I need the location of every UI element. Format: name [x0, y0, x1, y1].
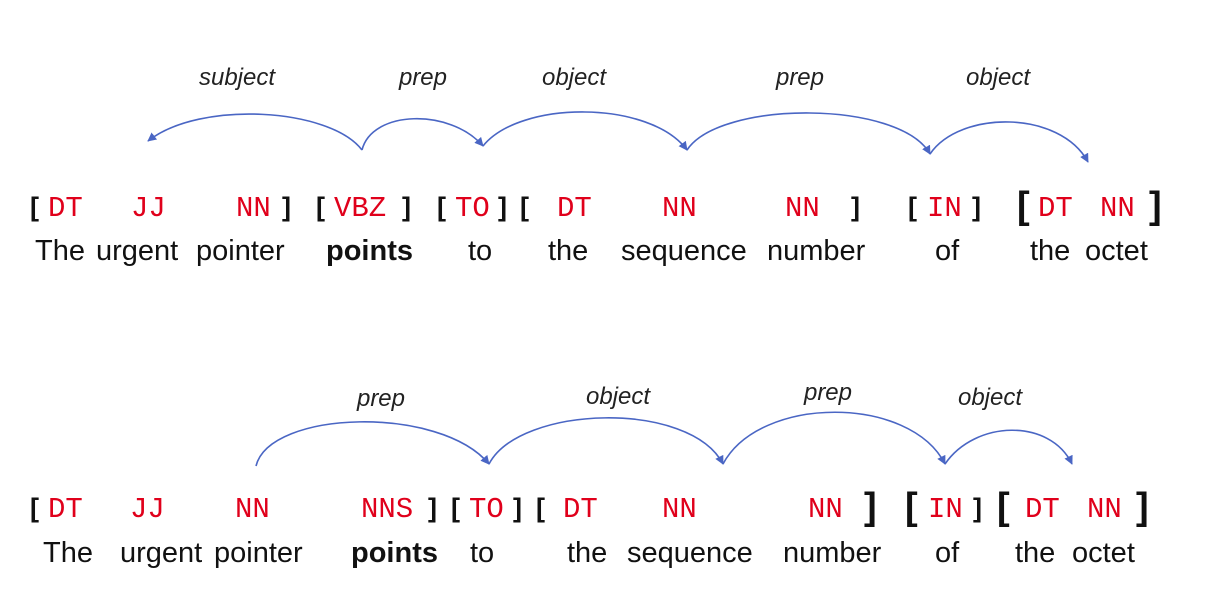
pos-tag: VBZ — [334, 192, 386, 225]
bracket: ] — [1149, 185, 1162, 227]
arc-object — [488, 417, 724, 465]
bracket: [ — [905, 486, 918, 528]
word-head: points — [326, 235, 413, 267]
relation-label: prep — [803, 379, 852, 406]
pos-tag: TO — [455, 192, 490, 225]
pos-tag: JJ — [131, 192, 166, 225]
word: number — [767, 235, 866, 267]
word: octet — [1085, 235, 1148, 267]
word: the — [1030, 235, 1070, 267]
word: The — [43, 537, 93, 569]
word: of — [935, 235, 960, 267]
pos-tag: NN — [1100, 192, 1135, 225]
arc-object — [482, 111, 688, 151]
relation-label: object — [958, 384, 1023, 411]
pos-tag: IN — [928, 493, 963, 526]
bracket: [ — [437, 192, 446, 222]
pos-tag: DT — [557, 192, 592, 225]
word: sequence — [621, 235, 747, 267]
arc-prep — [361, 117, 484, 151]
bracket: [ — [536, 493, 545, 523]
bracket: ] — [973, 493, 982, 523]
bracket: [ — [1017, 185, 1030, 227]
bracket: [ — [451, 493, 460, 523]
relation-label: subject — [199, 64, 276, 91]
arc-object — [944, 429, 1073, 465]
word: urgent — [96, 235, 178, 267]
word: to — [468, 235, 492, 267]
bracket: ] — [428, 493, 437, 523]
pos-tag: NNS — [361, 493, 413, 526]
arc-object — [929, 121, 1089, 163]
pos-tag: DT — [48, 493, 83, 526]
bracket: ] — [402, 192, 411, 222]
bracket: [ — [520, 192, 529, 222]
arc-prep — [255, 421, 490, 467]
pos-tag: NN — [662, 493, 697, 526]
relation-label: prep — [398, 64, 447, 91]
relation-label: prep — [775, 64, 824, 91]
pos-tag: DT — [1025, 493, 1060, 526]
word: octet — [1072, 537, 1135, 569]
word: The — [35, 235, 85, 267]
pos-tag: JJ — [130, 493, 165, 526]
word: the — [548, 235, 588, 267]
word: of — [935, 537, 960, 569]
sentence-2: prep object prep object [ ] [ ] [ ] [ ] … — [30, 379, 1149, 569]
word: urgent — [120, 537, 202, 569]
arc-prep — [686, 112, 931, 155]
pos-tag: DT — [563, 493, 598, 526]
word: sequence — [627, 537, 753, 569]
pos-tag: DT — [1038, 192, 1073, 225]
pos-tag: NN — [235, 493, 270, 526]
word: number — [783, 537, 882, 569]
pos-tag: NN — [1087, 493, 1122, 526]
bracket: ] — [282, 192, 291, 222]
bracket: [ — [30, 192, 39, 222]
bracket: ] — [972, 192, 981, 222]
bracket: ] — [1136, 486, 1149, 528]
pos-tag: NN — [808, 493, 843, 526]
pos-tag: NN — [785, 192, 820, 225]
sentence-1: subject prep object prep object [ ] [ ] … — [30, 64, 1162, 267]
word: pointer — [214, 537, 303, 569]
relation-label: object — [966, 64, 1031, 91]
relation-label: prep — [356, 385, 405, 412]
word: pointer — [196, 235, 285, 267]
bracket: ] — [513, 493, 522, 523]
arc-subject — [147, 113, 363, 151]
bracket: [ — [997, 486, 1010, 528]
bracket: ] — [864, 486, 877, 528]
bracket: [ — [316, 192, 325, 222]
arc-prep — [722, 411, 946, 465]
word-head: points — [351, 537, 438, 569]
pos-tag: DT — [48, 192, 83, 225]
relation-label: object — [542, 64, 607, 91]
bracket: [ — [30, 493, 39, 523]
word: the — [1015, 537, 1055, 569]
bracket: [ — [908, 192, 917, 222]
pos-tag: TO — [469, 493, 504, 526]
bracket: ] — [498, 192, 507, 222]
relation-label: object — [586, 383, 651, 410]
pos-tag: NN — [236, 192, 271, 225]
bracket: ] — [851, 192, 860, 222]
pos-tag: NN — [662, 192, 697, 225]
pos-tag: IN — [927, 192, 962, 225]
word: to — [470, 537, 494, 569]
word: the — [567, 537, 607, 569]
